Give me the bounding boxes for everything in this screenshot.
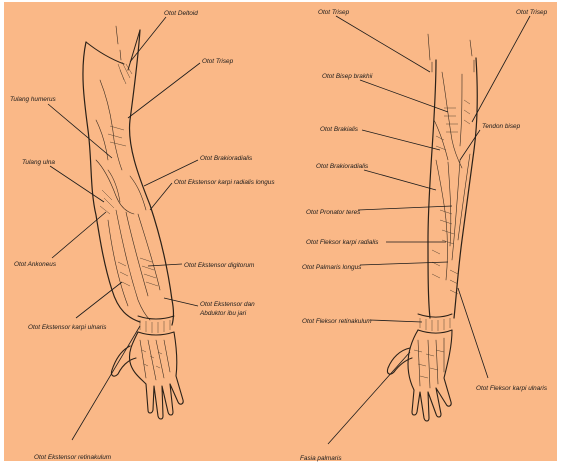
label-otot-palmaris-longus: Otot Palmaris longus (302, 264, 362, 271)
label-otot-ankoneus: Otot Ankoneus (14, 261, 57, 268)
label-otot-trisep-left: Otot Trisep (202, 58, 234, 65)
label-otot-brakioradialis-right: Otot Brakioradialis (316, 163, 369, 170)
label-otot-trisep-top: Otot Trisep (318, 9, 350, 16)
label-otot-deltoid: Otot Deltoid (164, 10, 198, 17)
label-otot-bisep-brakhii: Otot Bisep brakhii (322, 73, 373, 80)
label-otot-ekstensor-karpi-radialis-longus: Otot Ekstensor karpi radialis longus (174, 179, 275, 186)
label-otot-fleksor-retinakulum: Otot Fleksor retinakulum (302, 318, 372, 325)
label-fasia-palmaris: Fasia palmaris (300, 455, 342, 462)
label-otot-fleksor-karpi-radialis: Otot Fleksor karpi radialis (306, 239, 379, 246)
label-otot-pronator-teres: Otot Pronator teres (306, 209, 361, 216)
label-otot-brakialis: Otot Brakialis (320, 126, 359, 133)
label-otot-ekstensor-karpi-ulnaris: Otot Ekstensor karpi ulnaris (28, 324, 107, 331)
label-otot-ekstensor-retinakulum: Otot Ekstensor retinakulum (34, 454, 112, 461)
label-abduktor-ibu-jari: Abduktor ibu jari (199, 310, 247, 317)
label-tulang-ulna: Tulang ulna (22, 159, 55, 166)
label-otot-fleksor-karpi-ulnaris: Otot Fleksor karpi ulnaris (476, 385, 548, 392)
label-otot-brakioradialis-left: Otot Brakioradialis (200, 155, 253, 162)
label-otot-ekstensor-dan: Otot Ekstensor dan (200, 301, 255, 308)
label-tulang-humerus: Tulang humerus (10, 96, 57, 103)
label-tendon-bisep: Tendon bisep (482, 123, 521, 130)
label-otot-trisep-right: Otot Trisep (516, 9, 548, 16)
label-otot-ekstensor-digitorum: Otot Ekstensor digitorum (184, 262, 255, 269)
